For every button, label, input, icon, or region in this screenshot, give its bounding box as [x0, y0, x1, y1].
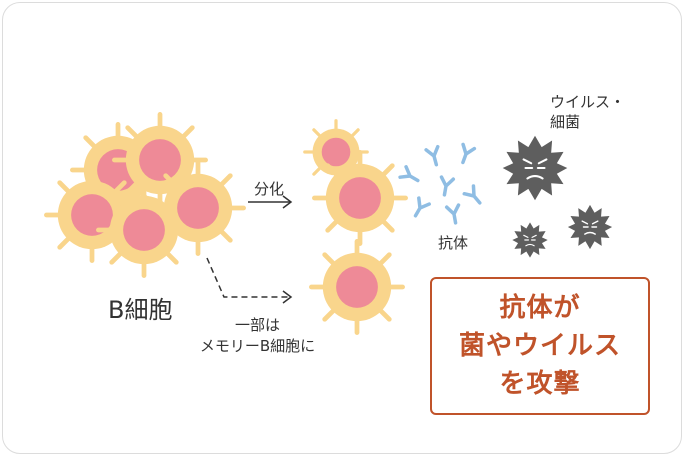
pathogen-label-line2: 細菌	[550, 113, 581, 131]
pathogen-label-line1: ウイルス・	[550, 93, 626, 111]
antibody-icon	[444, 203, 464, 226]
bcell-label: B細胞	[108, 296, 173, 324]
callout-line1: 抗体が	[499, 293, 581, 323]
memory-label-line1: 一部は	[234, 316, 280, 334]
germ-icon	[567, 204, 613, 250]
memory-arrow	[206, 257, 293, 304]
bcell	[152, 162, 243, 253]
bcell-cluster	[46, 114, 243, 275]
antibody-icon	[424, 144, 444, 168]
antibody-icon	[398, 165, 423, 188]
antibody-label: 抗体	[438, 234, 469, 252]
callout-line2: 菌やウイルス	[458, 331, 621, 361]
germ-icon	[501, 134, 569, 202]
antibody-icon	[455, 142, 477, 167]
antibody-icon	[408, 196, 431, 221]
antibody-group	[398, 142, 487, 226]
antibody-icon	[462, 184, 487, 209]
germ-icon	[511, 221, 549, 259]
plasma-cell	[314, 152, 405, 243]
memory-label: 一部は メモリーB細胞に	[185, 314, 330, 356]
memory-label-line2: メモリーB細胞に	[199, 337, 316, 355]
differentiation-label: 分化	[254, 180, 285, 198]
antibody-icon	[436, 175, 456, 198]
callout-line3: を攻撃	[499, 369, 581, 399]
differentiation-arrow	[248, 195, 293, 209]
summary-callout: 抗体が 菌やウイルス を攻撃	[430, 277, 650, 415]
pathogen-label: ウイルス・ 細菌	[550, 92, 625, 132]
